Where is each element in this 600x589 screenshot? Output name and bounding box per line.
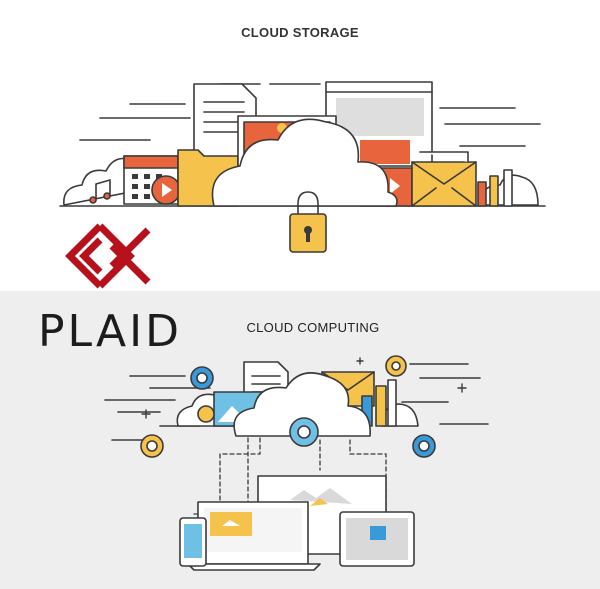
- music-note-icon: [89, 179, 111, 204]
- cloud-computing-title: CLOUD COMPUTING: [246, 320, 380, 335]
- gear-icon: [289, 417, 319, 447]
- cloud-storage-title: CLOUD STORAGE: [241, 25, 359, 40]
- brand-name: PLAID: [38, 306, 183, 357]
- gear-icon: [140, 434, 164, 458]
- cloud-icon: [233, 372, 371, 437]
- brand-logo-mark: [65, 223, 151, 289]
- decorative-lines-bottom: [104, 363, 489, 441]
- play-button-icon: [151, 175, 181, 205]
- gear-icon: [412, 434, 436, 458]
- bar-chart-icon: [361, 379, 397, 427]
- smartphone-icon: [179, 517, 207, 567]
- gear-icon: [385, 355, 407, 377]
- envelope-icon: [411, 151, 477, 207]
- bar-chart-icon: [477, 169, 513, 207]
- laptop-icon: [187, 501, 321, 571]
- padlock-icon: [289, 191, 327, 253]
- tablet-icon: [339, 511, 415, 567]
- gear-icon: [190, 366, 214, 390]
- cloud-icon: [211, 118, 398, 207]
- coin-icon: [197, 405, 215, 423]
